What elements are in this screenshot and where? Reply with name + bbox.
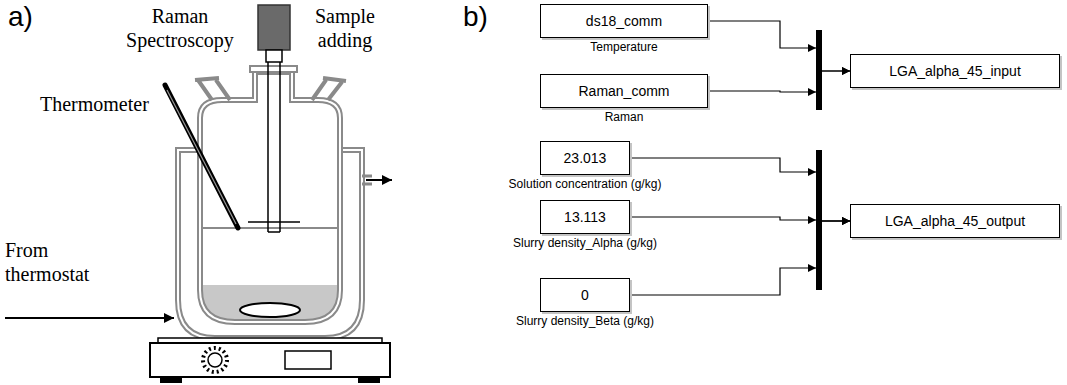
center-neck-cap bbox=[250, 66, 297, 72]
mux-input-arrow bbox=[808, 44, 816, 52]
block-text: 13.113 bbox=[564, 209, 606, 225]
part-label: Thermometer bbox=[40, 92, 149, 116]
block-caption: Slurry density_Alpha (g/kg) bbox=[513, 236, 657, 250]
thermometer-rod bbox=[165, 85, 238, 228]
mux-input-arrow bbox=[808, 264, 816, 272]
block-caption: Raman bbox=[605, 110, 644, 124]
slurry-layer bbox=[200, 285, 340, 322]
block-box: LGA_alpha_45_input bbox=[850, 54, 1060, 88]
hotplate-foot-left bbox=[160, 377, 182, 383]
mux-input-arrow bbox=[808, 88, 816, 96]
mux-input-arrow bbox=[808, 168, 816, 176]
liquid-level bbox=[203, 227, 337, 229]
block-text: Raman_comm bbox=[578, 83, 669, 99]
panel-letter: b) bbox=[463, 0, 488, 34]
block-box: 13.113Slurry density_Alpha (g/kg) bbox=[540, 200, 630, 234]
mux-input-arrow bbox=[808, 216, 816, 224]
block-text: ds18_comm bbox=[586, 13, 662, 29]
flask-wall bbox=[195, 66, 346, 322]
block-box: LGA_alpha_45_output bbox=[850, 204, 1060, 238]
block-caption: Solution concentration (g/kg) bbox=[509, 177, 662, 191]
panel-letter: a) bbox=[8, 0, 33, 34]
hotplate-knob-ticks bbox=[203, 348, 227, 372]
outlet-arrow bbox=[366, 179, 392, 181]
inlet-arrow bbox=[5, 317, 174, 319]
block-text: 23.013 bbox=[564, 150, 607, 166]
part-label: Raman Spectroscopy bbox=[115, 4, 245, 52]
block-text: 0 bbox=[581, 287, 589, 303]
raman-probe-collar bbox=[266, 50, 282, 62]
block-text: LGA_alpha_45_output bbox=[885, 213, 1025, 229]
side-neck-left bbox=[195, 78, 230, 100]
mux-bar bbox=[816, 150, 822, 290]
hotplate-knob bbox=[208, 353, 222, 367]
hotplate-display bbox=[285, 351, 331, 369]
part-label: From thermostat bbox=[5, 238, 105, 286]
block-box: 0Slurry density_Beta (g/kg) bbox=[540, 278, 630, 312]
block-caption: Temperature bbox=[590, 40, 657, 54]
raman-probe-rod bbox=[268, 62, 280, 232]
thermometer-core bbox=[167, 90, 236, 224]
signal-line bbox=[708, 21, 850, 71]
probe-cross bbox=[248, 221, 300, 223]
stir-bar bbox=[240, 303, 300, 317]
block-text: LGA_alpha_45_input bbox=[889, 63, 1021, 79]
block-box: ds18_commTemperature bbox=[540, 4, 708, 38]
mux-bar bbox=[816, 30, 822, 110]
hotplate-body bbox=[150, 343, 390, 377]
raman-probe-head bbox=[258, 5, 290, 50]
part-label: Sample adding bbox=[303, 4, 387, 52]
side-neck-right bbox=[312, 78, 346, 100]
signal-line bbox=[708, 71, 850, 92]
block-caption: Slurry density_Beta (g/kg) bbox=[516, 314, 654, 328]
block-box: 23.013Solution concentration (g/kg) bbox=[540, 141, 630, 175]
hotplate-foot-right bbox=[358, 377, 380, 383]
block-box: Raman_commRaman bbox=[540, 74, 708, 108]
